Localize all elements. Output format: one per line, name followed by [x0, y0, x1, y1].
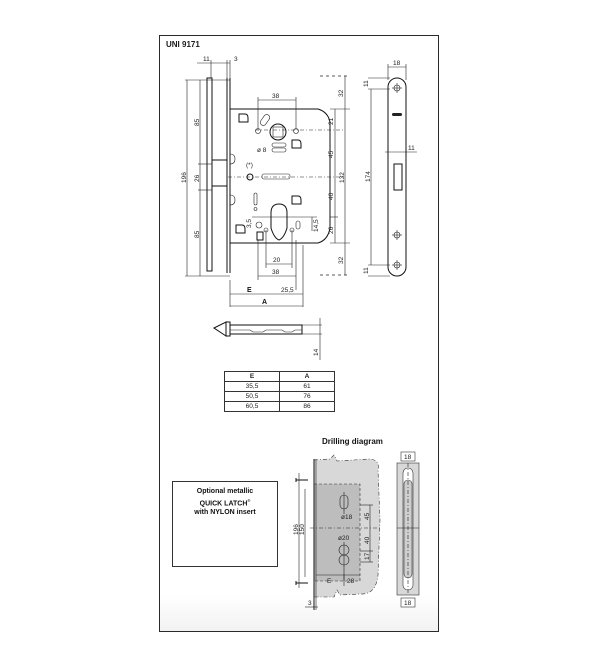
- latch-side-view: 14: [213, 318, 322, 360]
- strike-plate-view: 18 11 11 174 11: [363, 60, 417, 277]
- dim-21: 21: [328, 117, 335, 125]
- drill-dim-E: E: [327, 578, 332, 585]
- dim-cyl-offset: 3,5: [246, 219, 253, 228]
- dim-40: 40: [328, 192, 335, 200]
- optional-line-1: Optional metallic: [196, 488, 254, 495]
- optional-line-2: QUICK LATCH®: [199, 498, 251, 508]
- dim-cyl-width: 20: [273, 257, 281, 264]
- drill-dim-thickness: 3: [308, 600, 312, 607]
- table-cell: 76: [279, 391, 335, 402]
- table-row: 35,5 61: [224, 381, 335, 392]
- dim-faceplate-offset: 11: [203, 56, 210, 63]
- dim-top-gap: 32: [338, 89, 345, 97]
- drill-dim-40: 40: [364, 536, 371, 544]
- dim-strike-width: 18: [393, 60, 401, 67]
- drill-dim-outer: 196: [293, 524, 300, 535]
- dim-upper: 85: [194, 118, 201, 126]
- drill-dim-inner: 150: [299, 524, 306, 535]
- dim-strike-height: 174: [365, 171, 372, 182]
- lock-case-front-view: 38 ø 8 (*) 3,5: [228, 75, 350, 307]
- dim-strike-top: 11: [363, 80, 370, 87]
- table-cell: 61: [279, 381, 335, 392]
- table-cell: 86: [279, 401, 335, 412]
- dim-faceplate-thickness: 3: [234, 56, 238, 63]
- table-cell: 50,5: [224, 391, 280, 402]
- note-marker: (*): [246, 162, 253, 169]
- table-cell: 35,5: [224, 381, 280, 392]
- dim-25-5: 25,5: [281, 287, 294, 294]
- dim-latch: 26: [194, 174, 201, 182]
- drilling-edge-view: 18 18: [396, 451, 420, 608]
- dim-latch-height: 14: [313, 348, 320, 356]
- dim-45: 45: [328, 150, 335, 158]
- table-header-A: A: [279, 371, 335, 382]
- table-row: 50,5 76: [224, 391, 335, 402]
- table-cell: 60,5: [224, 401, 280, 412]
- drill-dim-width-top: 18: [404, 454, 412, 461]
- dim-132: 132: [339, 172, 346, 183]
- dim-bottom-gap: 32: [338, 256, 345, 264]
- dim-A: A: [262, 299, 267, 306]
- dim-spindle-dia: ø 8: [257, 147, 267, 154]
- drill-dim-spindle: ø18: [341, 514, 353, 521]
- dim-26: 26: [328, 226, 335, 234]
- dim-E: E: [247, 287, 252, 294]
- faceplate-side-view: 11 3 196 85 26 85: [181, 56, 238, 277]
- optional-line-3: with NYLON insert: [194, 509, 256, 517]
- dimension-table: E A 35,5 61 50,5 76 60,5 86: [224, 371, 335, 412]
- dim-strike-bottom: 11: [363, 267, 370, 274]
- table-row: 60,5 86: [224, 401, 335, 412]
- dim-total-height: 196: [181, 172, 188, 183]
- dim-strike-cutout: 11: [408, 145, 415, 152]
- dim-lower: 85: [194, 230, 201, 238]
- dim-cyl-height: 14,5: [313, 219, 320, 232]
- product-title: UNI 9171: [166, 40, 200, 49]
- drilling-diagram-title: Drilling diagram: [322, 437, 383, 446]
- drill-dim-17: 17: [364, 552, 371, 560]
- drill-dim-45: 45: [364, 512, 371, 520]
- drilling-diagram: 196 150 ø18 ø20 45 40 17 E 28 3: [293, 454, 381, 610]
- optional-quick-latch-box: Optional metallic QUICK LATCH® with NYLO…: [172, 481, 278, 567]
- dim-handle-spacing: 38: [272, 93, 280, 100]
- drill-dim-width-bottom: 18: [404, 600, 412, 607]
- dim-cyl-spacing: 38: [272, 269, 280, 276]
- drill-dim-cyl: ø20: [338, 535, 350, 542]
- table-header-E: E: [224, 371, 280, 382]
- drill-dim-28: 28: [347, 578, 355, 585]
